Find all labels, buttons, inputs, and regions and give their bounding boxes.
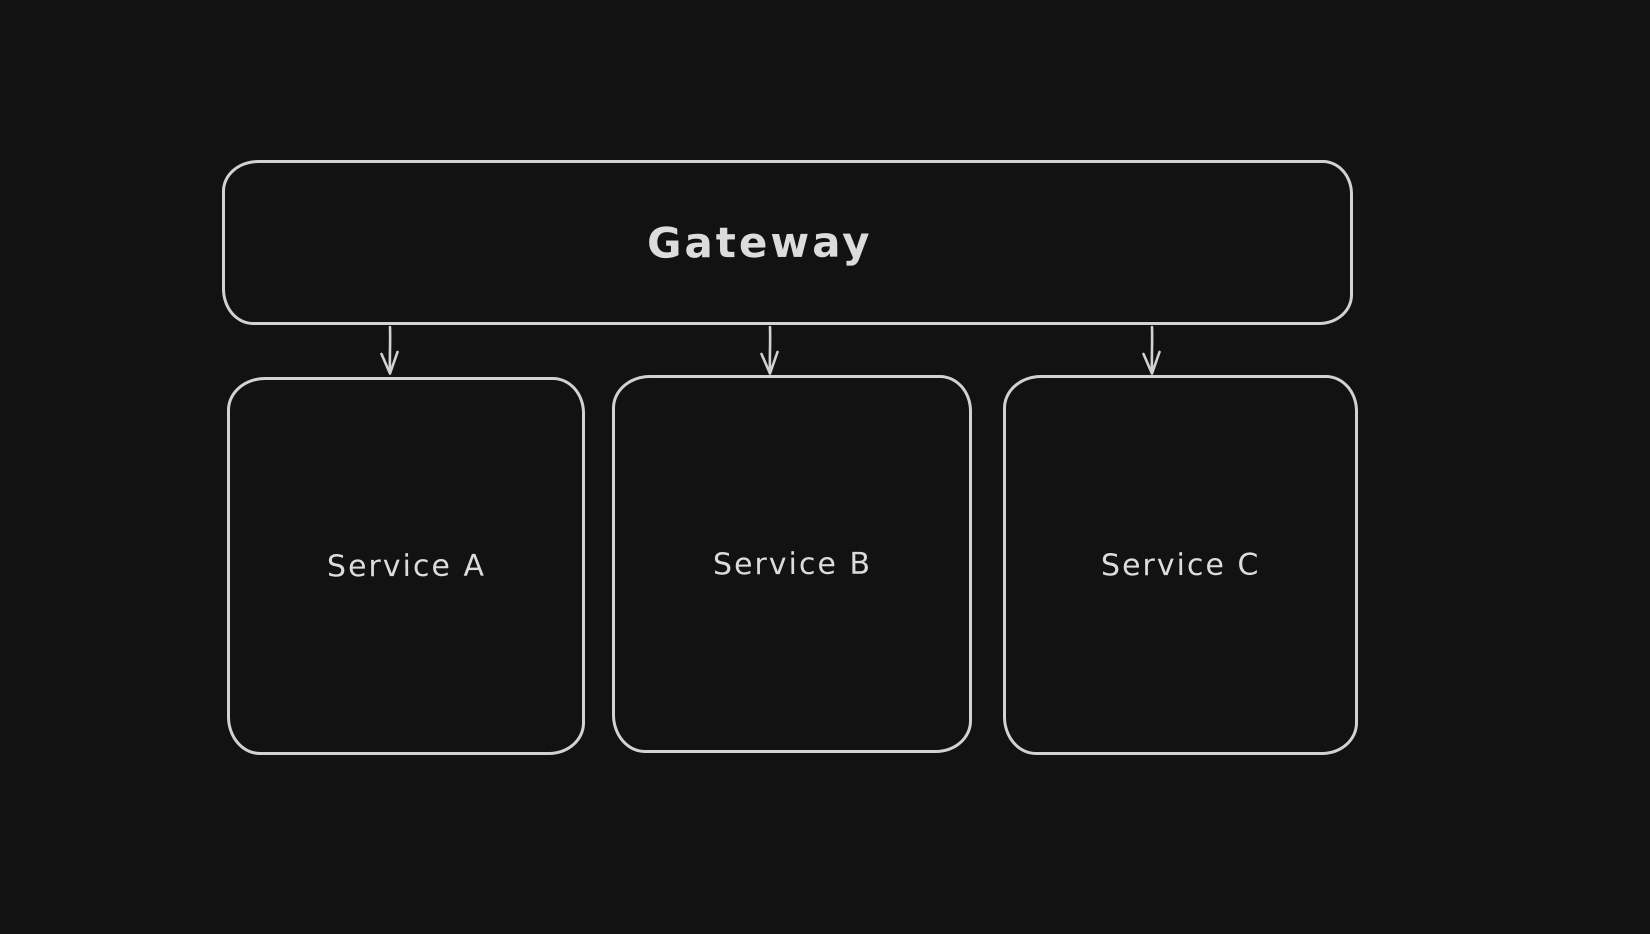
edge-arrow-gateway-service-a[interactable]: [380, 325, 399, 375]
edge-arrowhead: [1142, 350, 1161, 375]
node-service-a[interactable]: Service A: [227, 377, 585, 755]
edge-arrowhead: [380, 350, 399, 375]
node-service-b-label: Service B: [712, 546, 872, 582]
node-service-b[interactable]: Service B: [612, 375, 972, 753]
edge-arrowhead: [760, 350, 779, 375]
node-service-c[interactable]: Service C: [1003, 375, 1358, 755]
edge-arrow-gateway-service-c[interactable]: [1142, 325, 1161, 375]
node-gateway-label: Gateway: [646, 217, 873, 268]
edge-arrow-gateway-service-b[interactable]: [760, 325, 779, 375]
node-service-a-label: Service A: [326, 548, 486, 584]
node-service-c-label: Service C: [1100, 547, 1261, 583]
node-gateway[interactable]: Gateway: [222, 160, 1353, 325]
